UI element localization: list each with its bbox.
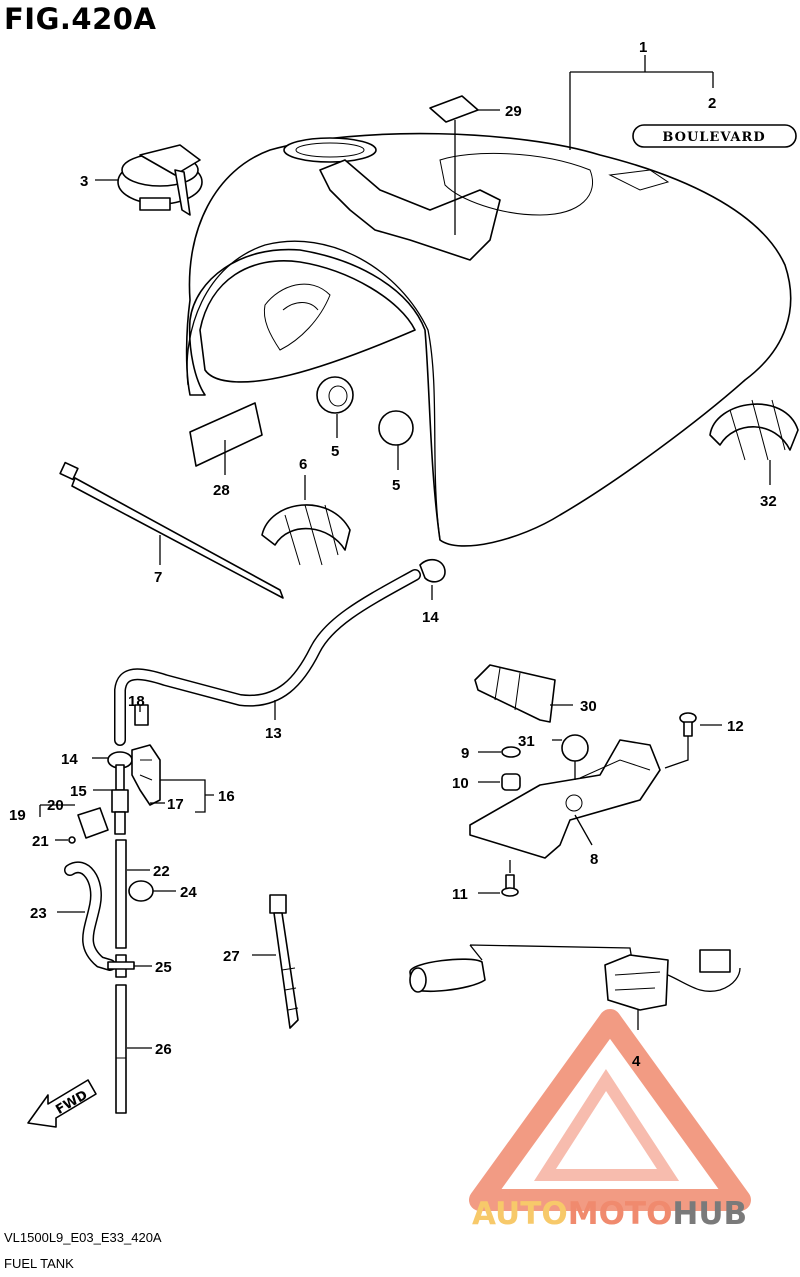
part-25-joint: 25 <box>107 954 172 978</box>
part-5-cushion-a: 5 <box>316 376 354 460</box>
callout-21: 21 <box>32 833 49 850</box>
part-29-label: 29 <box>429 95 522 235</box>
callout-9: 9 <box>461 745 469 762</box>
part-3-fuel-cap: 3 <box>80 144 203 216</box>
watermark-logo <box>469 1009 751 1211</box>
part-4-fuel-sensor: 4 <box>409 944 741 1070</box>
part-31-grommet: 31 <box>518 733 589 780</box>
callout-14a: 14 <box>422 609 439 626</box>
part-28-label: 28 <box>189 402 263 499</box>
callout-23: 23 <box>30 905 47 922</box>
part-24-collar: 24 <box>128 880 197 902</box>
fwd-arrow-icon: FWD <box>27 1079 97 1128</box>
callout-29: 29 <box>505 103 522 120</box>
callout-14b: 14 <box>61 751 78 768</box>
part-23-curved-hose: 23 <box>30 861 116 971</box>
callout-16: 16 <box>218 788 235 805</box>
part-11-bolt: 11 <box>452 860 519 903</box>
callout-24: 24 <box>180 884 197 901</box>
callout-26: 26 <box>155 1041 172 1058</box>
part-14-clamp-upper: 14 <box>419 558 446 626</box>
fuel-valve-assembly: 18 14 15 16 17 19 20 21 <box>9 693 235 850</box>
part-13-hose: 13 <box>114 569 421 746</box>
model-code: VL1500L9_E03_E33_420A <box>4 1230 162 1245</box>
part-8-bracket: 8 <box>469 739 661 868</box>
boulevard-emblem: BOULEVARD <box>632 124 797 148</box>
part-12-bolt: 12 <box>664 712 744 769</box>
callout-7: 7 <box>154 569 162 586</box>
part-7-cable-tie: 7 <box>59 461 284 599</box>
part-27-tie: 27 <box>223 894 299 1029</box>
callout-12: 12 <box>727 718 744 735</box>
callout-28: 28 <box>213 482 230 499</box>
figure-title: FIG.420A <box>4 2 157 36</box>
callout-8: 8 <box>590 851 598 868</box>
part-5-cushion-b: 5 <box>378 410 414 494</box>
part-6-rubber-pad: 6 <box>261 456 351 566</box>
callout-25: 25 <box>155 959 172 976</box>
callout-5a: 5 <box>331 443 339 460</box>
callout-19: 19 <box>9 807 26 824</box>
callout-1: 1 <box>639 39 647 56</box>
callout-20: 20 <box>47 797 64 814</box>
emblem-text: BOULEVARD <box>662 130 765 145</box>
callout-18: 18 <box>128 693 145 710</box>
callout-17: 17 <box>167 796 184 813</box>
part-9-washer: 9 <box>461 745 521 762</box>
callout-3: 3 <box>80 173 88 190</box>
callout-15: 15 <box>70 783 87 800</box>
callout-4: 4 <box>632 1053 641 1070</box>
part-30-pad: 30 <box>474 664 597 723</box>
callout-22: 22 <box>153 863 170 880</box>
fuel-tank <box>185 132 792 547</box>
callout-27: 27 <box>223 948 240 965</box>
callout-5b: 5 <box>392 477 400 494</box>
callout-13: 13 <box>265 725 282 742</box>
watermark-text: AUTOMOTOHUB <box>472 1196 747 1232</box>
callout-30: 30 <box>580 698 597 715</box>
figure-name: FUEL TANK <box>4 1256 74 1271</box>
part-32-rubber-pad: 32 <box>709 399 799 510</box>
callout-11: 11 <box>452 886 468 903</box>
part-26-pipe: 26 <box>115 984 172 1114</box>
callout-31: 31 <box>518 733 535 750</box>
callout-2: 2 <box>708 95 716 112</box>
callout-6: 6 <box>299 456 307 473</box>
callout-32: 32 <box>760 493 777 510</box>
part-10-cushion: 10 <box>452 773 521 792</box>
part-22-pipe: 22 <box>115 839 170 949</box>
callout-10: 10 <box>452 775 469 792</box>
